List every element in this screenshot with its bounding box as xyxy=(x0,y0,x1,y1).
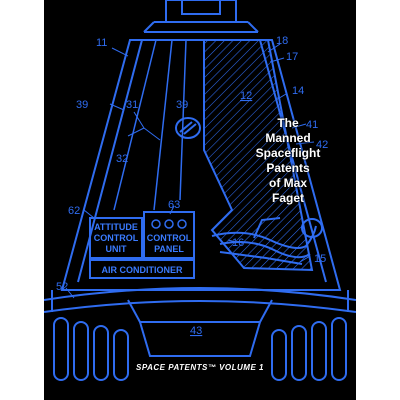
book-cover: ATTITUDE CONTROL UNIT CONTROL PANEL AIR … xyxy=(44,0,356,400)
heat-shield xyxy=(44,287,356,313)
attitude-label-2: CONTROL xyxy=(94,233,139,243)
leader-lines xyxy=(65,43,315,299)
air-conditioner-label: AIR CONDITIONER xyxy=(102,265,184,275)
callout-18: 18 xyxy=(276,35,288,47)
attitude-control-unit: ATTITUDE CONTROL UNIT xyxy=(89,217,143,259)
callout-17: 17 xyxy=(286,51,298,63)
attitude-label-3: UNIT xyxy=(106,244,127,254)
series-label: SPACE PATENTS™ VOLUME 1 xyxy=(136,363,264,372)
callout-52: 52 xyxy=(56,281,68,293)
callout-11: 11 xyxy=(96,37,107,49)
callout-41: 41 xyxy=(306,119,318,131)
callout-12: 12 xyxy=(240,90,252,102)
air-conditioner-box: AIR CONDITIONER xyxy=(89,259,195,279)
panel-label-1: CONTROL xyxy=(147,233,192,243)
callout-43: 43 xyxy=(190,325,202,337)
retro-package xyxy=(53,299,347,381)
control-panel: CONTROL PANEL xyxy=(143,211,195,259)
pressure-shell-hatch xyxy=(203,39,314,272)
window xyxy=(175,117,201,139)
title-line: of Max xyxy=(268,176,307,190)
book-title: The Manned Spaceflight Patents of Max Fa… xyxy=(240,116,336,206)
capsule-patent-drawing: ATTITUDE CONTROL UNIT CONTROL PANEL AIR … xyxy=(44,0,356,381)
callout-63: 63 xyxy=(168,199,180,211)
capsule-stringers xyxy=(113,39,205,211)
callout-39b: 39 xyxy=(176,99,188,111)
title-line: Manned xyxy=(265,131,311,145)
title-line: Spaceflight xyxy=(255,146,321,160)
callout-31: 31 xyxy=(126,99,138,111)
callout-14: 14 xyxy=(292,85,304,97)
title-line: The xyxy=(277,116,299,130)
title-line: Patents xyxy=(266,161,310,175)
attitude-label-1: ATTITUDE xyxy=(94,222,138,232)
callout-39a: 39 xyxy=(76,99,88,111)
title-line: Faget xyxy=(271,191,304,205)
astronaut-figure xyxy=(211,217,323,265)
callout-16: 16 xyxy=(232,237,244,249)
antenna-section xyxy=(143,0,259,33)
panel-label-2: PANEL xyxy=(154,244,184,254)
callout-15: 15 xyxy=(314,253,326,265)
callout-32: 32 xyxy=(116,153,128,165)
callout-62: 62 xyxy=(68,205,80,217)
callout-42: 42 xyxy=(316,139,328,151)
